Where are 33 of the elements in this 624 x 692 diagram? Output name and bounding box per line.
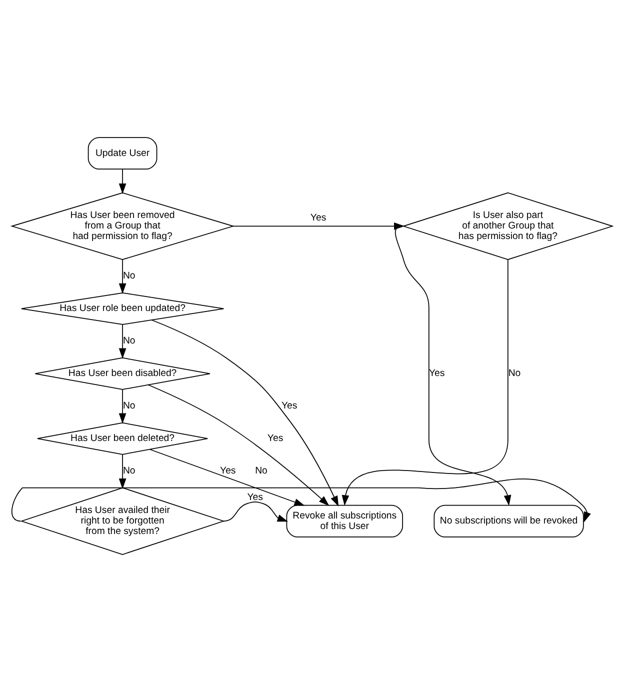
node-box: Update User — [88, 137, 158, 170]
arrow — [118, 324, 126, 359]
edge-label: No — [508, 368, 521, 380]
edge-label: Yes — [310, 212, 326, 224]
arrow — [11, 478, 591, 522]
arrow — [394, 226, 512, 506]
node-diamond: Has User availed their right to be forgotten from the system? — [20, 487, 225, 555]
edge-label: Yes — [220, 466, 236, 477]
node-diamond: Has User been deleted? — [37, 422, 208, 455]
node-box: Revoke all subscriptions of this User — [286, 504, 404, 538]
node-box: No subscriptions will be revoked — [434, 504, 584, 538]
edge-label: No — [122, 270, 136, 282]
edge-label: Yes — [281, 400, 298, 412]
node-diamond: Has User been disabled? — [34, 357, 210, 390]
node-diamond: Has User been removed from a Group that had permission to flag? — [10, 192, 235, 260]
arrow — [118, 259, 126, 294]
node-diamond: Has User role been updated? — [20, 292, 224, 325]
edge-label: Yes — [247, 492, 263, 503]
arrow — [151, 320, 339, 506]
edge-label: No — [122, 466, 136, 477]
edge-label: No — [255, 466, 268, 477]
arrow — [223, 501, 288, 522]
edge-label: Yes — [428, 368, 445, 380]
arrow — [118, 168, 126, 194]
arrow — [149, 448, 305, 506]
arrow — [148, 384, 330, 506]
edge-label: No — [122, 336, 136, 347]
arrow — [118, 389, 126, 424]
edge-label: No — [122, 400, 136, 412]
arrow — [118, 454, 126, 490]
arrow — [342, 259, 508, 506]
node-diamond: Is User also part of another Group that has permission to flag? — [402, 192, 614, 260]
edge-label: Yes — [267, 433, 284, 444]
